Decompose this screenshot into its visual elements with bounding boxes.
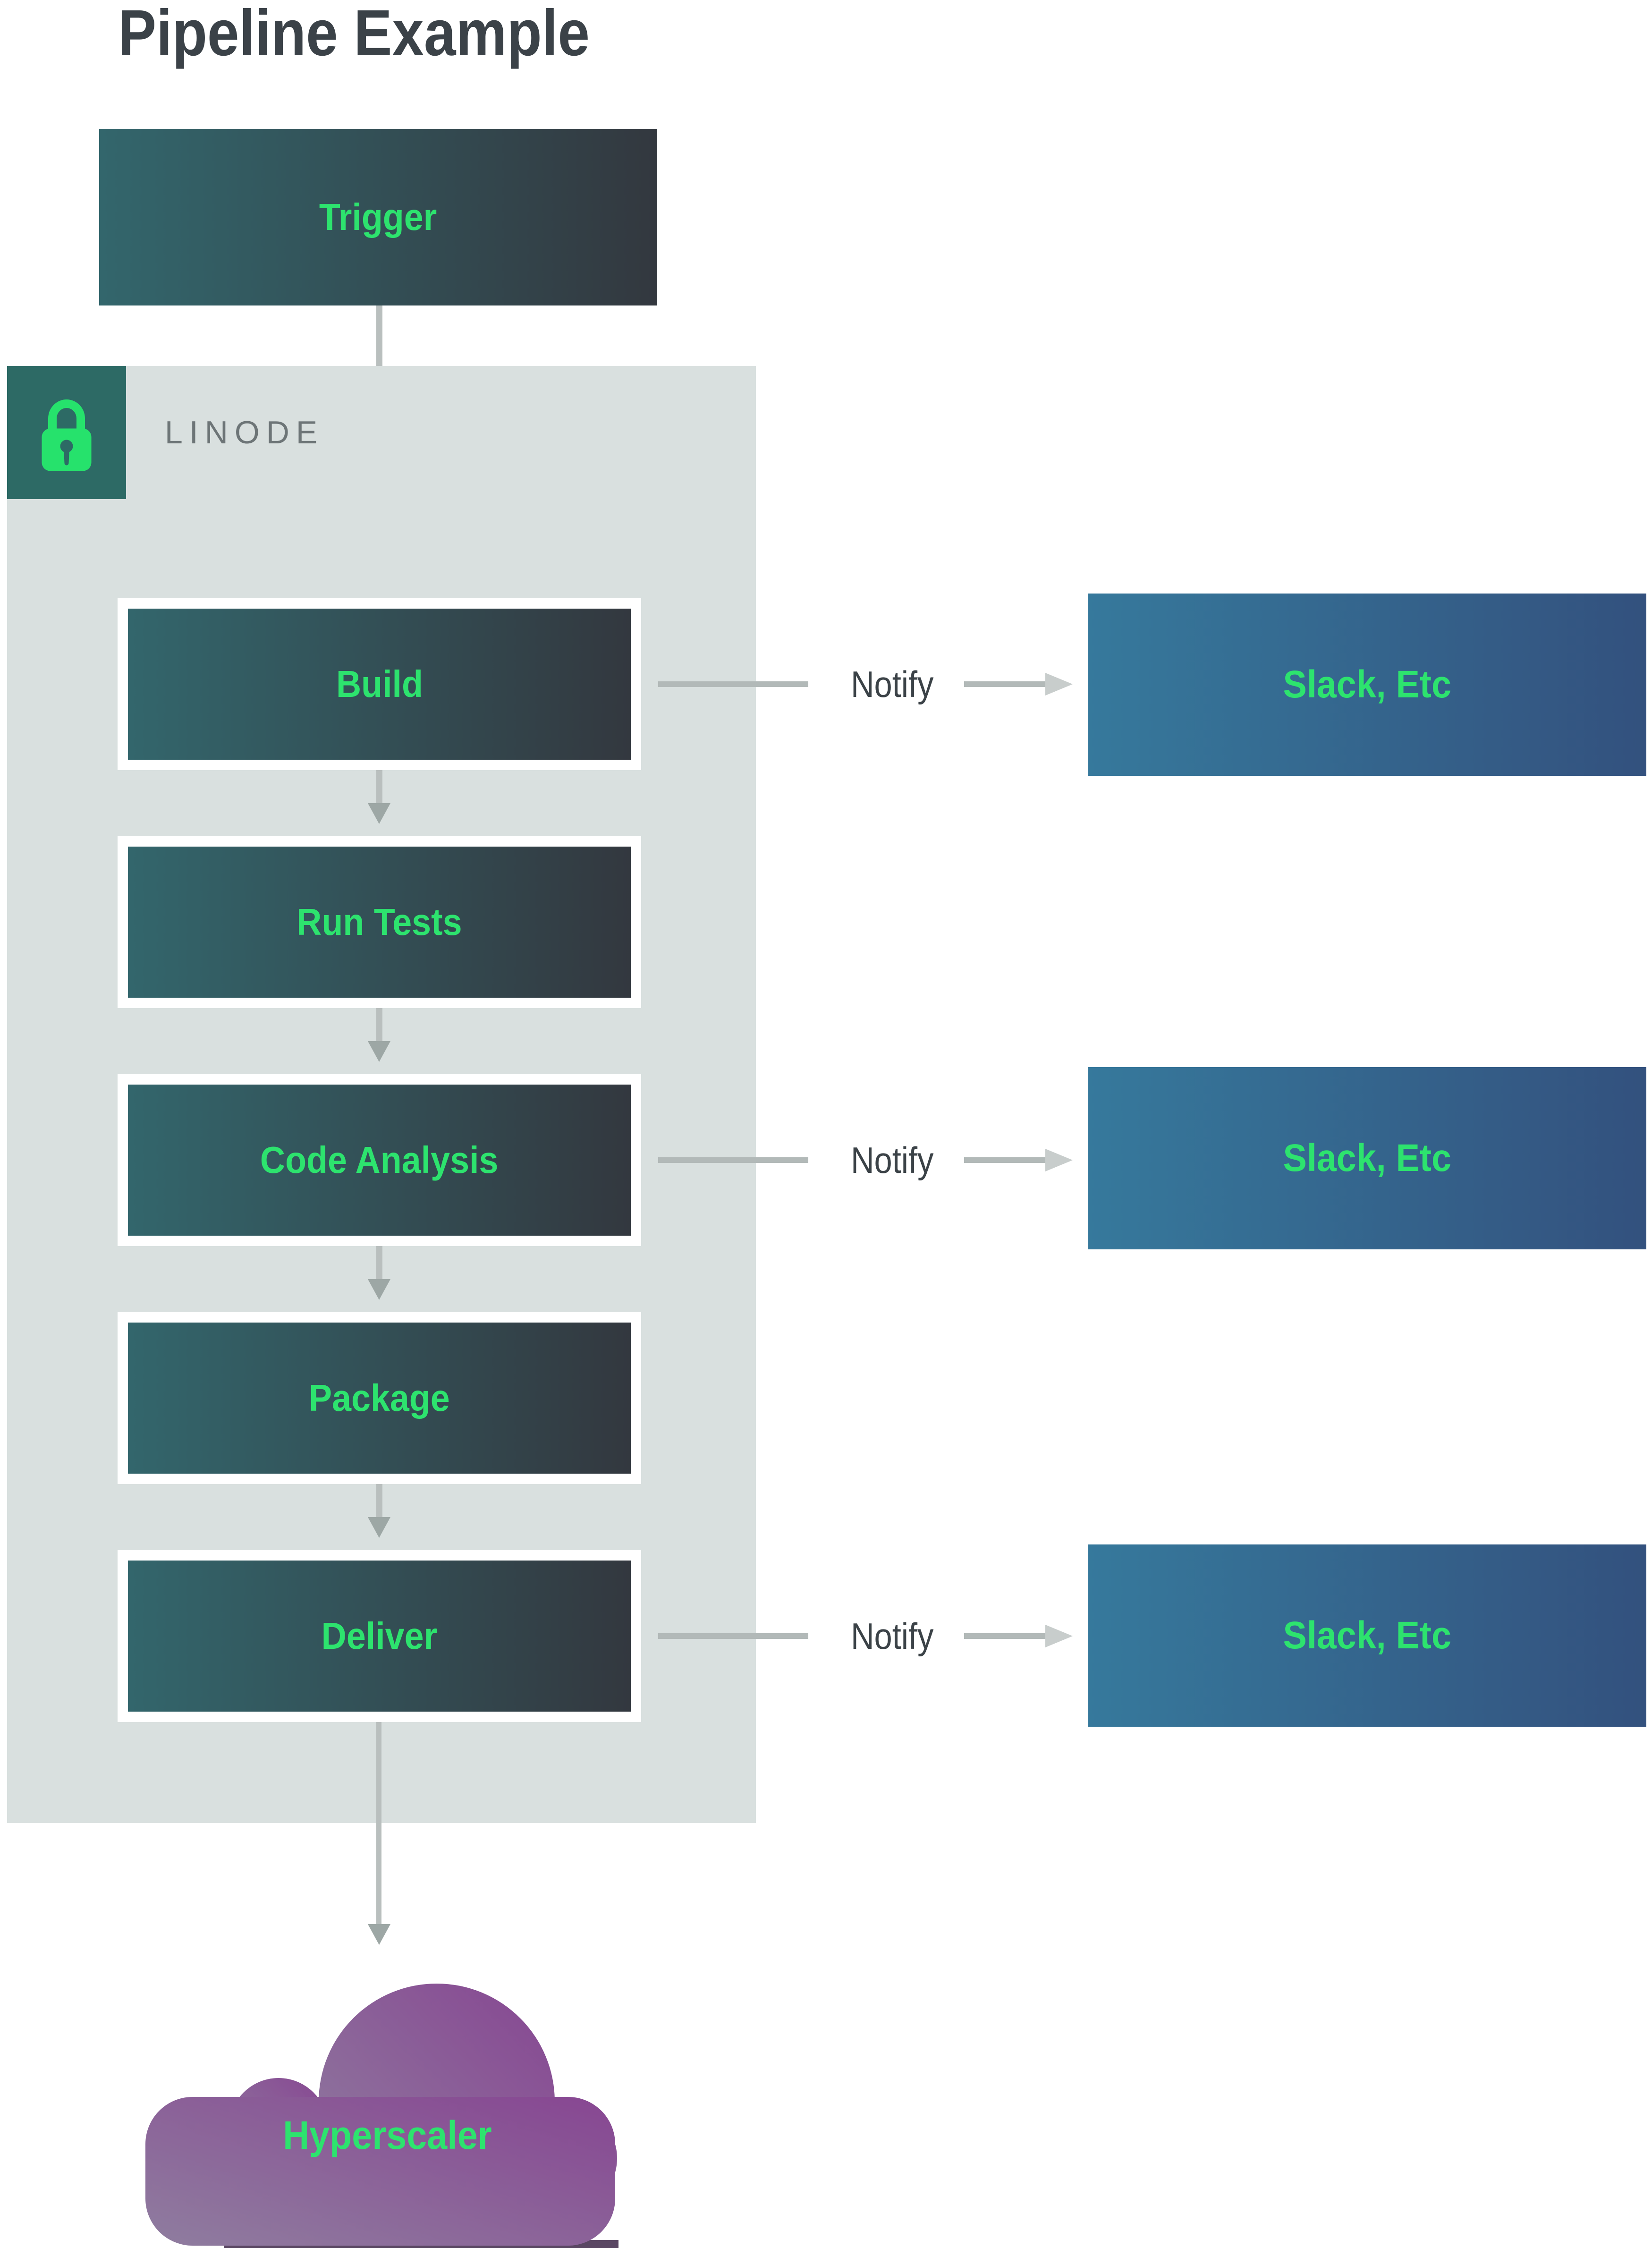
arrow-package-to-deliver-head <box>368 1517 390 1538</box>
notify-target-label-build: Slack, Etc <box>1283 663 1452 706</box>
notify-target-label-deliver: Slack, Etc <box>1283 1614 1452 1657</box>
notify-arrow-build-line <box>964 681 1045 687</box>
trigger-label: Trigger <box>319 196 437 238</box>
stage-label-code-analysis: Code Analysis <box>260 1139 499 1181</box>
stage-label-package: Package <box>309 1377 450 1419</box>
arrow-build-to-run-tests-head <box>368 803 390 824</box>
stage-box-code-analysis: Code Analysis <box>118 1074 641 1246</box>
notify-arrow-build-head <box>1045 673 1073 696</box>
notify-target-label-code-analysis: Slack, Etc <box>1283 1137 1452 1179</box>
notify-label-deliver: Notify <box>851 1615 934 1657</box>
stage-box-run-tests: Run Tests <box>118 836 641 1008</box>
cloud-label: Hyperscaler <box>282 2113 492 2157</box>
arrow-run-tests-to-code-analysis-head <box>368 1041 390 1062</box>
notify-label-code-analysis: Notify <box>851 1139 934 1181</box>
arrow-package-to-deliver-line <box>376 1484 382 1517</box>
stage-label-build: Build <box>336 663 423 705</box>
arrow-build-to-run-tests-line <box>376 770 382 803</box>
notify-target-box-code-analysis: Slack, Etc <box>1088 1067 1646 1249</box>
arrow-code-analysis-to-package-line <box>376 1246 382 1279</box>
notify-line-code-analysis <box>658 1157 808 1163</box>
notify-line-deliver <box>658 1633 808 1639</box>
notify-arrow-code-analysis-line <box>964 1157 1045 1163</box>
notify-arrow-code-analysis-head <box>1045 1149 1073 1171</box>
linode-label: LINODE <box>165 415 324 450</box>
notify-target-box-deliver: Slack, Etc <box>1088 1544 1646 1727</box>
arrow-deliver-to-cloud-head <box>368 1924 390 1945</box>
arrow-code-analysis-to-package-head <box>368 1279 390 1300</box>
stage-box-build: Build <box>118 598 641 770</box>
page-title-text: Pipeline Example <box>118 0 590 69</box>
stage-label-run-tests: Run Tests <box>297 901 462 943</box>
trigger-box: Trigger <box>99 129 657 305</box>
notify-arrow-deliver-line <box>964 1633 1045 1639</box>
arrow-deliver-to-cloud-line <box>376 1722 381 1924</box>
notify-target-box-build: Slack, Etc <box>1088 594 1646 776</box>
stage-box-package: Package <box>118 1312 641 1484</box>
stage-box-deliver: Deliver <box>118 1550 641 1722</box>
lock-icon <box>42 399 92 471</box>
notify-line-build <box>658 681 808 687</box>
stage-label-deliver: Deliver <box>321 1615 438 1657</box>
notify-arrow-deliver-head <box>1045 1625 1073 1647</box>
arrow-run-tests-to-code-analysis-line <box>376 1008 382 1041</box>
notify-label-build: Notify <box>851 663 934 705</box>
lock-badge <box>7 366 126 499</box>
hyperscaler-cloud <box>142 1958 623 2248</box>
cloud-icon <box>145 1984 623 2248</box>
page-title: Pipeline Example <box>118 0 779 71</box>
